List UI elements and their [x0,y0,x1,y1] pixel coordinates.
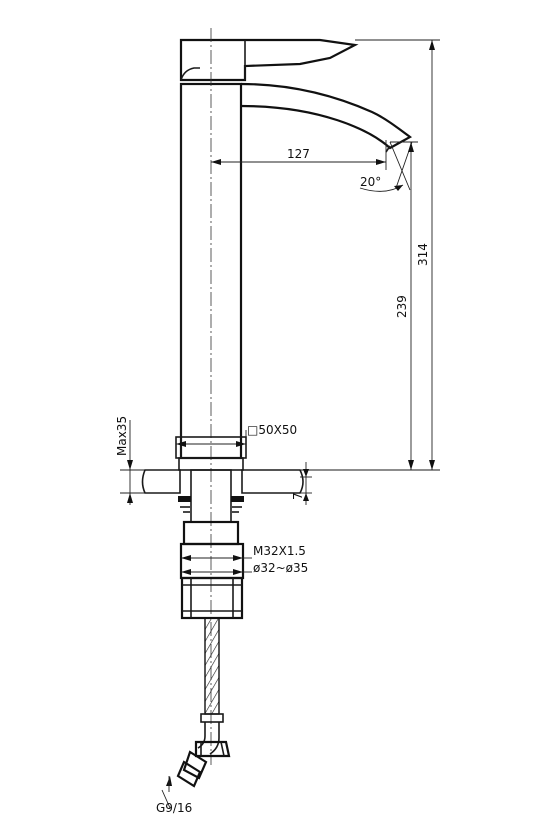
dimension-total-height: 314 [355,39,440,470]
dimension-spout-height: 239 [390,141,418,470]
handle-lever [179,38,359,85]
dimension-thread: M32X1.5 ø32~ø35 [181,544,308,575]
counter-offset-label: 7 [291,492,305,500]
spout [240,82,413,153]
hose-connector: G9/16 [156,740,231,815]
dimension-counter-offset: 7 [291,462,312,505]
braided-hose [197,617,224,755]
dimension-spout-reach: 127 [211,140,387,170]
hose-connector-label: G9/16 [156,801,192,815]
max-thickness-label: Max35 [115,416,129,456]
thread-label: M32X1.5 [253,544,306,558]
base-size-label: □50X50 [247,423,297,437]
dimension-spout-angle: 20° [359,141,413,192]
spout-reach-label: 127 [287,147,310,161]
counter-top [141,469,440,494]
spout-height-label: 239 [395,295,409,318]
total-height-label: 314 [416,243,430,266]
hole-diameter-label: ø32~ø35 [253,561,308,575]
base-flange: □50X50 [175,423,297,471]
dimension-max-thickness: Max35 [115,416,179,505]
spout-angle-label: 20° [360,175,381,189]
